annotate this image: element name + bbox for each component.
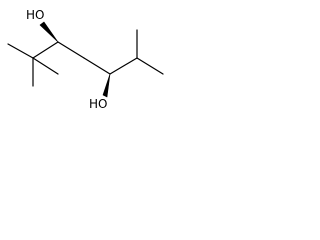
hydroxyl-label-top: HO <box>26 8 44 22</box>
bond-right-methyl <box>136 57 164 75</box>
bond-lower-carbinol-to-isopropyl <box>109 57 138 75</box>
bond-left-methyl-top <box>7 43 34 59</box>
stereo-wedge-upper <box>39 21 59 43</box>
bond-isopropyl-to-upper-carbinol <box>32 41 59 59</box>
molecule-structure-diagram: HO HO <box>7 8 164 111</box>
stereo-wedge-lower <box>102 73 111 98</box>
bond-methylene-to-lower-carbinol <box>83 57 111 75</box>
bond-upper-carbinol-to-methylene <box>57 41 85 59</box>
bond-left-methyl-bottom <box>32 57 59 75</box>
hydroxyl-label-bottom: HO <box>89 97 107 111</box>
